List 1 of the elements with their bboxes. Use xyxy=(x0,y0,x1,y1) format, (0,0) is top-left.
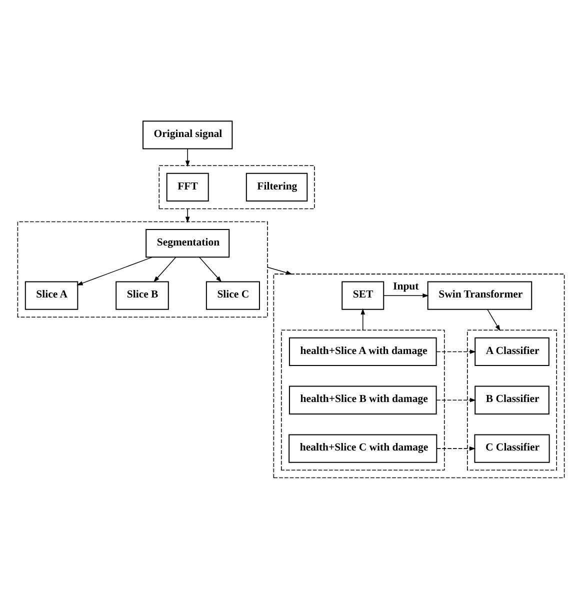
edge-label: Input xyxy=(393,280,419,293)
